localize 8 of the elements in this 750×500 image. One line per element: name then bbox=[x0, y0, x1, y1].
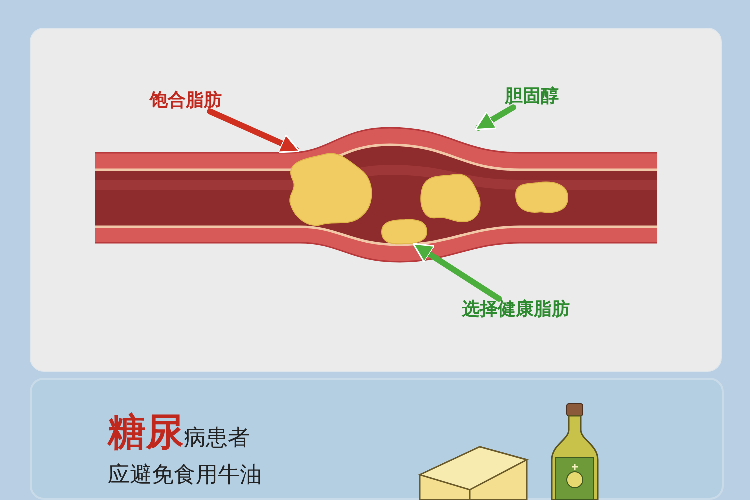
callout-label: 选择健康脂肪 bbox=[462, 299, 570, 321]
caption-text: 应避免食用牛油 bbox=[108, 463, 262, 490]
caption-text: 糖尿病患者 bbox=[108, 410, 250, 456]
leader-arrow bbox=[412, 243, 502, 302]
callout-label: 饱合脂肪 bbox=[150, 90, 222, 112]
leader-arrow bbox=[207, 108, 300, 154]
callout-label: 胆固醇 bbox=[505, 86, 559, 108]
leader-arrow bbox=[474, 104, 517, 131]
